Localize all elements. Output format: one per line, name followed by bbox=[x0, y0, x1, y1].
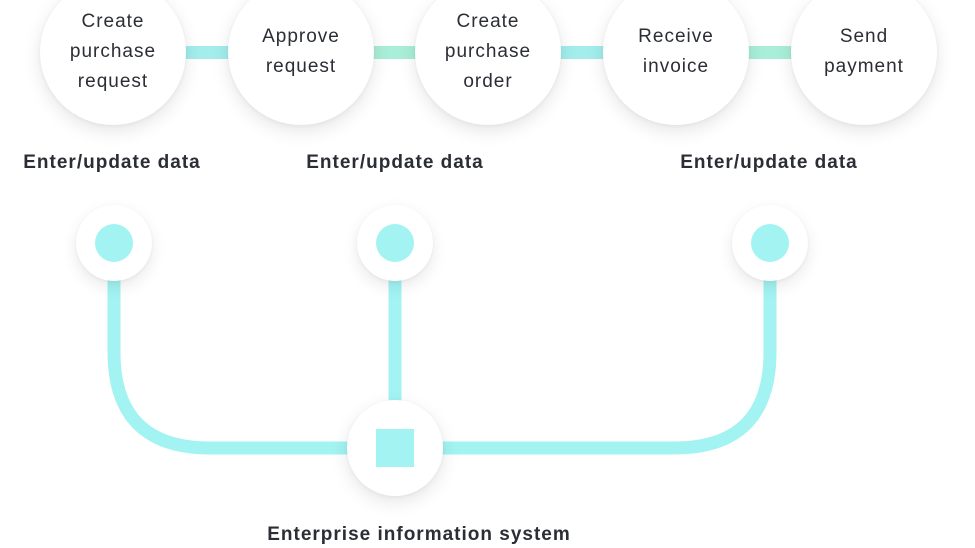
link-step2-step3 bbox=[370, 46, 422, 59]
enterprise-system-hub bbox=[347, 400, 443, 496]
step-label: Receive invoice bbox=[638, 26, 714, 77]
step-label: Approve request bbox=[262, 26, 340, 77]
hub-square-icon bbox=[376, 429, 414, 467]
update-node-2 bbox=[357, 205, 433, 281]
update-node-1 bbox=[76, 205, 152, 281]
update-label-2: Enter/update data bbox=[306, 152, 484, 173]
connector-left bbox=[107, 272, 352, 455]
update-label-1: Enter/update data bbox=[23, 152, 201, 173]
step-create-purchase-request: Create purchase request bbox=[40, 0, 186, 125]
step-label: Send payment bbox=[824, 26, 904, 77]
step-label: Create purchase request bbox=[69, 11, 157, 92]
node-dot bbox=[376, 224, 414, 262]
step-receive-invoice: Receive invoice bbox=[603, 0, 749, 125]
connector-right bbox=[438, 272, 777, 455]
link-step1-step2 bbox=[182, 46, 234, 59]
update-label-3: Enter/update data bbox=[680, 152, 858, 173]
update-node-3 bbox=[732, 205, 808, 281]
step-approve-request: Approve request bbox=[228, 0, 374, 125]
step-create-purchase-order: Create purchase order bbox=[415, 0, 561, 125]
node-dot bbox=[95, 224, 133, 262]
hub-label: Enterprise information system bbox=[267, 524, 571, 545]
link-step3-step4 bbox=[557, 46, 609, 59]
node-dot bbox=[751, 224, 789, 262]
step-send-payment: Send payment bbox=[791, 0, 937, 125]
step-label: Create purchase order bbox=[444, 11, 532, 92]
link-step4-step5 bbox=[745, 46, 797, 59]
